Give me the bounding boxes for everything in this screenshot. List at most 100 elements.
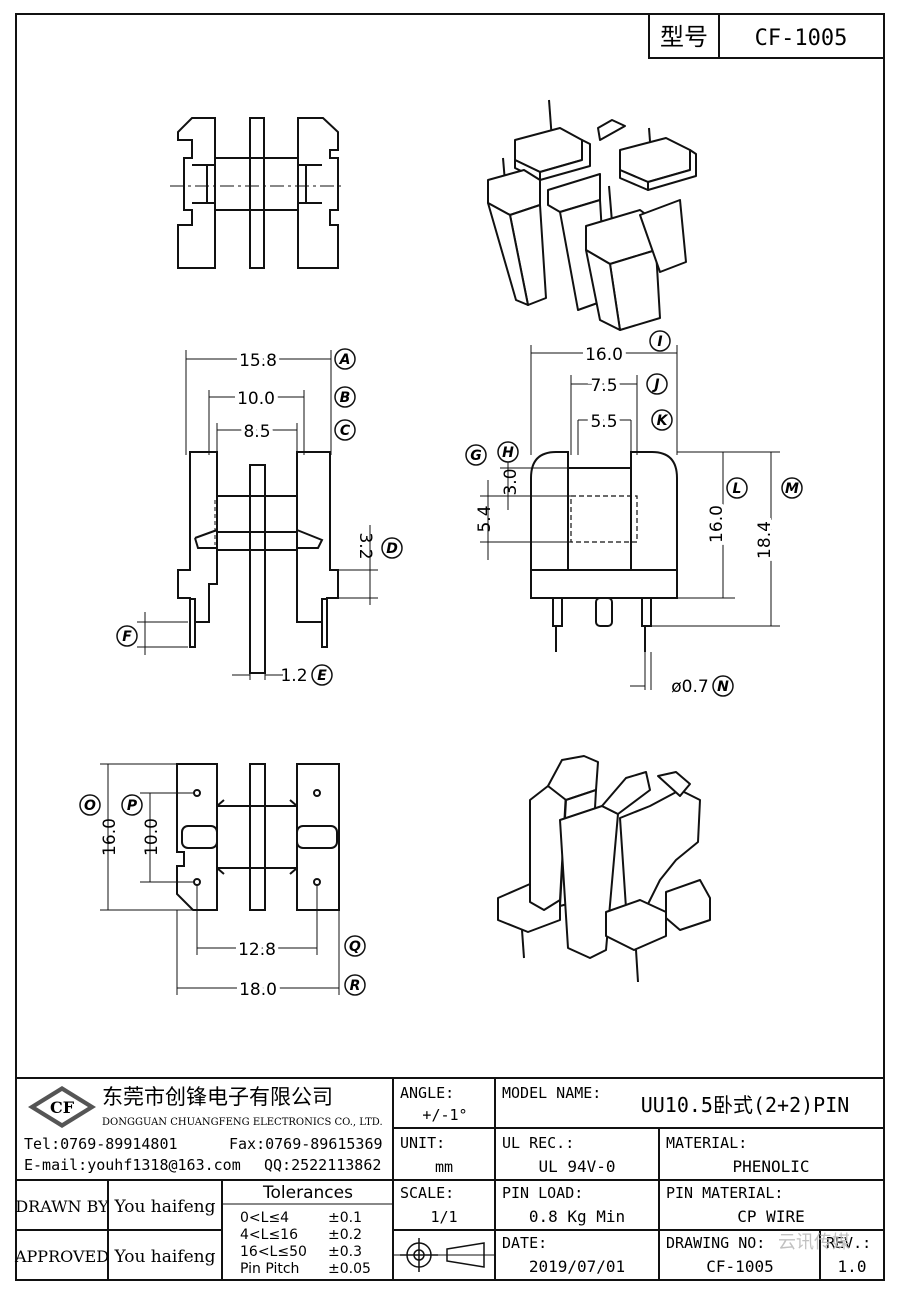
callout-G: G — [465, 444, 487, 466]
dim-R-value: 18.0 — [239, 980, 277, 1000]
company-name-en: DONGGUAN CHUANGFENG ELECTRONICS CO., LTD… — [102, 1117, 383, 1128]
tolerance-title: Tolerances — [262, 1183, 353, 1203]
drawing-no-label: DRAWING NO: — [666, 1234, 765, 1252]
dim-E-value: 1.2 — [280, 666, 307, 686]
svg-text:Q: Q — [349, 939, 361, 955]
dim-Q-value: 12.8 — [238, 940, 276, 960]
callout-R: R — [344, 974, 366, 996]
angle-value: +/-1° — [422, 1106, 467, 1124]
pin-material-label: PIN MATERIAL: — [666, 1184, 783, 1202]
callout-H: H — [497, 441, 519, 463]
tolerance-table: Tolerances 0<L≤4 ±0.1 4<L≤16 ±0.2 16<L≤5… — [240, 1183, 371, 1277]
sheet-border — [15, 13, 885, 1281]
date-label: DATE: — [502, 1234, 547, 1252]
callout-B: B — [334, 386, 356, 408]
svg-text:M: M — [785, 481, 799, 497]
svg-text:H: H — [502, 445, 514, 461]
svg-text:J: J — [651, 377, 659, 393]
tolerance-value: ±0.2 — [328, 1227, 362, 1243]
tolerance-value: ±0.05 — [328, 1261, 371, 1277]
svg-text:18.0: 18.0 — [239, 980, 277, 1000]
tolerance-value: ±0.3 — [328, 1244, 362, 1260]
svg-text:K: K — [657, 413, 669, 429]
unit-value: mm — [435, 1158, 453, 1176]
svg-text:N: N — [717, 679, 729, 695]
angle-label: ANGLE: — [400, 1084, 454, 1102]
pin-load-value: 0.8 Kg Min — [529, 1207, 625, 1226]
callout-D: D — [381, 537, 403, 559]
tolerance-range: 0<L≤4 — [240, 1210, 289, 1226]
svg-text:R: R — [350, 978, 361, 994]
company-fax: Fax:0769-89615369 — [229, 1135, 383, 1153]
svg-text:F: F — [122, 629, 132, 645]
company-logo: CF — [28, 1086, 96, 1128]
svg-text:15.8: 15.8 — [239, 351, 277, 371]
svg-text:A: A — [339, 352, 351, 368]
callout-A: A — [334, 348, 356, 370]
company-name-cn: 东莞市创锋电子有限公司 — [102, 1085, 333, 1109]
tolerance-range: Pin Pitch — [240, 1261, 299, 1277]
company-tel: Tel:0769-89914801 — [24, 1135, 178, 1153]
svg-text:L: L — [733, 481, 742, 497]
dim-H-value: 3.0 — [501, 468, 521, 495]
svg-text:8.5: 8.5 — [243, 422, 270, 442]
dim-L-value: 16.0 — [707, 505, 727, 543]
date-value: 2019/07/01 — [529, 1257, 625, 1276]
dim-K-value: 5.5 — [590, 412, 617, 432]
drawing-no-value: CF-1005 — [706, 1257, 773, 1276]
callout-P: P — [121, 794, 143, 816]
dim-M-value: 18.4 — [755, 521, 775, 559]
tolerance-range: 4<L≤16 — [240, 1227, 298, 1243]
callout-Q: Q — [344, 935, 366, 957]
svg-text:C: C — [340, 423, 351, 439]
dim-N-value: ø0.7 — [671, 677, 708, 697]
svg-text:B: B — [340, 390, 351, 406]
unit-label: UNIT: — [400, 1134, 445, 1152]
callout-L: L — [726, 477, 748, 499]
svg-text:D: D — [386, 541, 398, 557]
pin-material-value: CP WIRE — [737, 1207, 804, 1226]
callout-E: E — [311, 664, 333, 686]
ul-rec-label: UL REC.: — [502, 1134, 574, 1152]
model-name-value: UU10.5卧式(2+2)PIN — [641, 1093, 850, 1117]
callout-J: J — [646, 373, 668, 395]
watermark: 云讯传媒 — [778, 1232, 850, 1253]
dim-P-value: 10.0 — [142, 818, 162, 856]
isometric-view-bottom — [497, 755, 711, 983]
svg-text:18.4: 18.4 — [755, 521, 775, 559]
rev-label: REV.: — [826, 1234, 871, 1252]
model-number: CF-1005 — [755, 26, 848, 51]
callout-O: O — [79, 794, 101, 816]
svg-text:I: I — [657, 334, 662, 350]
projection-symbol — [400, 1238, 485, 1272]
callout-F: F — [116, 625, 138, 647]
scale-label: SCALE: — [400, 1184, 454, 1202]
dim-O-value: 16.0 — [100, 818, 120, 856]
svg-text:5.5: 5.5 — [590, 412, 617, 432]
model-label: 型号 — [660, 23, 708, 51]
dim-G-value: 5.4 — [475, 505, 495, 532]
rev-value: 1.0 — [838, 1257, 867, 1276]
svg-text:P: P — [127, 798, 138, 814]
dim-I-value: 16.0 — [585, 345, 623, 365]
callouts: A B C D E F G H I J K L M N O P Q R — [79, 330, 803, 996]
svg-text:12.8: 12.8 — [238, 940, 276, 960]
drawn-by-value: You haifeng — [113, 1197, 215, 1217]
dim-B-value: 10.0 — [237, 389, 275, 409]
scale-value: 1/1 — [430, 1208, 457, 1226]
ul-rec-value: UL 94V-0 — [538, 1157, 615, 1176]
dim-C-value: 8.5 — [243, 422, 270, 442]
svg-text:O: O — [84, 798, 96, 814]
company-qq: QQ:2522113862 — [264, 1156, 381, 1174]
front-view: 15.8 15.8 10.0 10.0 8.5 8.5 3.2 1.2 — [137, 347, 378, 686]
material-label: MATERIAL: — [666, 1134, 747, 1152]
tolerance-value: ±0.1 — [328, 1210, 362, 1226]
logo-text: CF — [50, 1098, 75, 1117]
svg-text:16.0: 16.0 — [585, 345, 623, 365]
svg-text:10.0: 10.0 — [237, 389, 275, 409]
approved-value: You haifeng — [113, 1247, 215, 1267]
title-block — [16, 1077, 884, 1280]
svg-text:16.0: 16.0 — [707, 505, 727, 543]
material-value: PHENOLIC — [732, 1157, 809, 1176]
